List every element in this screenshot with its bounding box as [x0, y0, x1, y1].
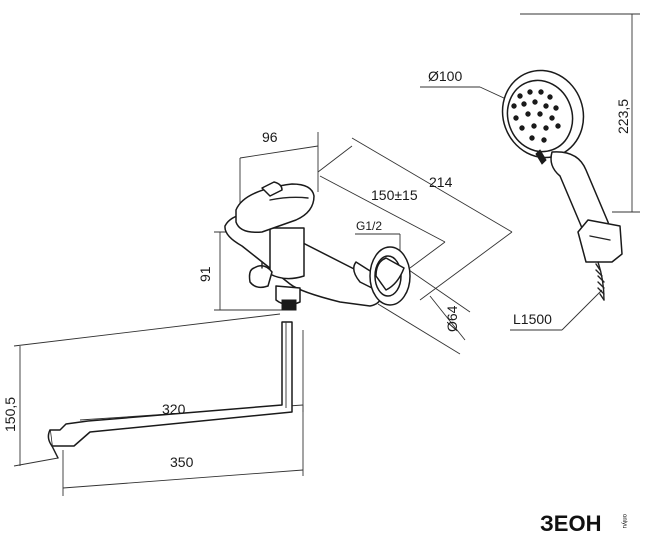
dim-214-label: 214: [429, 174, 453, 190]
shower-head: [501, 69, 623, 301]
brand-logo: ЗЕОН onlyu: [540, 511, 627, 536]
logo-text: ЗЕОН: [540, 511, 601, 536]
mixer-body: [224, 181, 411, 311]
dim-150-5-label: 150,5: [2, 397, 18, 432]
dimension-lines: [13, 13, 640, 496]
hose-length-label: L1500: [513, 311, 552, 327]
dim-96-label: 96: [262, 129, 278, 145]
dim-223-5-label: 223,5: [615, 99, 631, 134]
dim-150-label: 150±15: [371, 187, 418, 203]
spout: [47, 321, 293, 459]
dim-320-label: 320: [162, 401, 186, 417]
dim-64-label: Ø64: [444, 305, 460, 332]
dim-100-label: Ø100: [428, 68, 462, 84]
dim-91-label: 91: [197, 266, 213, 282]
logo-subtext: onlyu: [621, 514, 627, 528]
thread-label: G1/2: [356, 219, 382, 233]
dimension-labels: 96 214 150±15 G1/2 91 Ø64 320 350 150,5 …: [2, 68, 631, 470]
dim-350-label: 350: [170, 454, 194, 470]
